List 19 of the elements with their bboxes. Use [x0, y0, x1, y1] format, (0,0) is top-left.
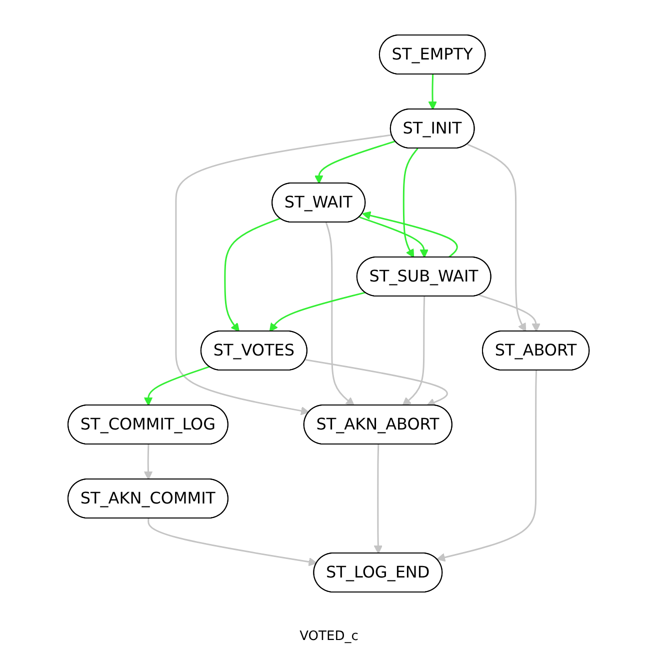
arrow — [362, 211, 458, 258]
arrow — [144, 444, 154, 480]
arrow — [360, 216, 429, 258]
arrow — [176, 134, 392, 416]
caption: VOTED_c — [300, 628, 358, 646]
arrow — [306, 358, 448, 406]
arrow — [270, 292, 366, 332]
arrow — [479, 294, 541, 332]
arrow — [144, 366, 210, 406]
arrow — [428, 74, 438, 110]
arrow — [436, 370, 538, 562]
arrow — [314, 140, 396, 184]
arrow — [402, 296, 426, 406]
arrow — [374, 444, 383, 554]
arrow — [326, 222, 355, 406]
arrow — [403, 148, 419, 258]
arrow — [224, 218, 281, 332]
arrow — [148, 518, 318, 566]
arrow — [467, 144, 527, 332]
